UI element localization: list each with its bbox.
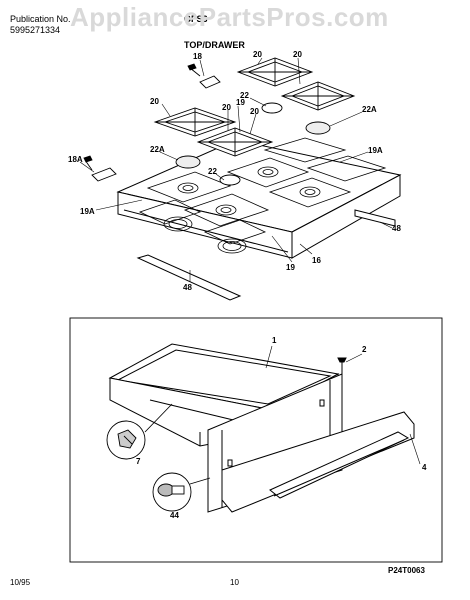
callout-20a: 20 [253,50,262,59]
callout-19A-2: 19A [80,207,95,216]
grate-rear-right-top [236,57,314,87]
cooktop-assembly [116,137,402,301]
callout-44: 44 [170,511,179,520]
watermark: AppliancePartsPros.com [70,2,389,32]
callout-20b: 20 [293,50,302,59]
drawing-code: P24T0063 [388,566,425,575]
footer-date: 10/95 [10,578,31,587]
callout-labels-bottom: 1 2 7 44 4 [136,336,427,520]
model-number: GFS3 [184,14,208,24]
callout-22A: 22A [362,105,377,114]
callout-20c: 20 [150,97,159,106]
callout-48: 48 [392,224,401,233]
callout-19: 19 [236,98,245,107]
drawer-assembly [108,343,415,513]
callout-48-2: 48 [183,283,192,292]
detail-bubbles [106,403,211,512]
callout-22: 22 [240,91,249,100]
callout-19A: 19A [368,146,383,155]
callout-4: 4 [422,463,427,472]
callout-20e: 20 [250,107,259,116]
burner-grates [153,57,356,157]
callout-18A: 18A [68,155,83,164]
burner-caps [175,102,331,186]
callout-16: 16 [312,256,321,265]
section-title: TOP/DRAWER [184,40,245,50]
callout-2: 2 [362,345,367,354]
leader-lines-top [79,57,393,282]
callout-20d: 20 [222,103,231,112]
footer-page: 10 [230,578,239,587]
callout-22A-2: 22A [150,145,165,154]
callout-1: 1 [272,336,277,345]
callout-18: 18 [193,52,202,61]
grate-rear-left [153,107,237,137]
igniter-parts [83,63,221,182]
callout-22-2: 22 [208,167,217,176]
publication-number: 5995271334 [10,25,61,35]
grate-center [196,127,274,157]
callout-19-2: 19 [286,263,295,272]
callout-labels-top: 18 20 20 20 22 22A 20 19 20 22A 19A 18A … [68,50,401,292]
grate-rear-right [280,81,356,111]
publication-label: Publication No. [10,14,71,24]
callout-7: 7 [136,457,141,466]
leader-lines-bottom [265,345,421,465]
drawer-section-frame [69,317,443,563]
